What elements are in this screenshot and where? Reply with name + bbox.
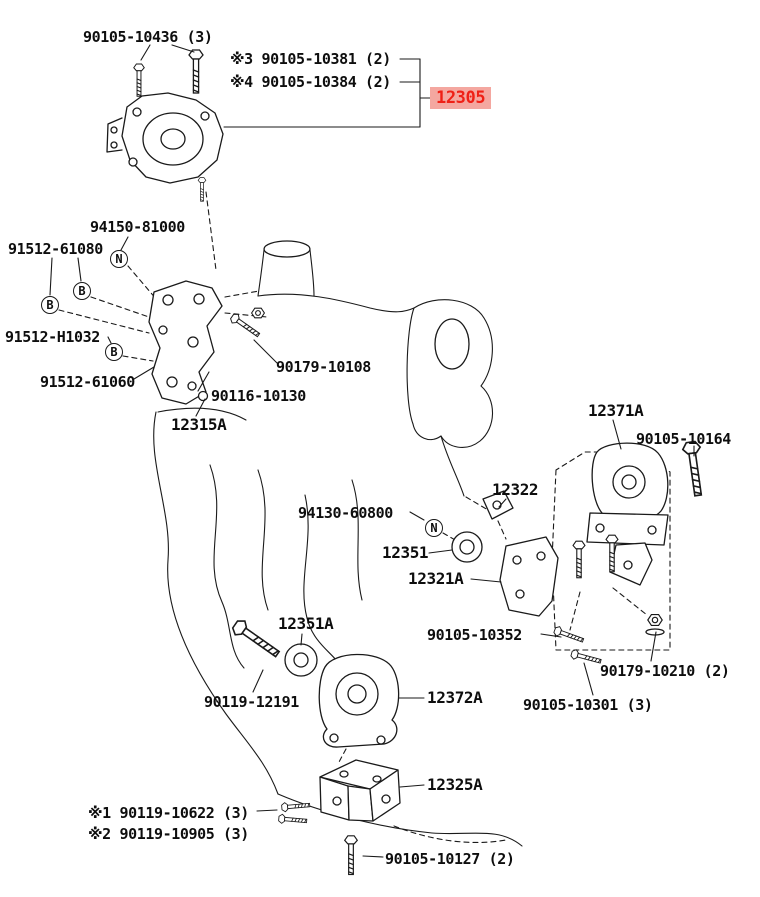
leader-lines	[49, 44, 695, 858]
part-label: 94150-81000	[90, 218, 185, 236]
part-label: 12351	[382, 543, 429, 562]
part-label: 90105-10127 (2)	[385, 850, 515, 868]
fasteners-top	[133, 49, 265, 402]
part-label: 90105-10352	[427, 626, 522, 644]
part-label: 90116-10130	[211, 387, 306, 405]
dashed-guides	[58, 191, 671, 844]
connector-marker-b: B	[41, 296, 59, 314]
part-label: 12315A	[171, 415, 227, 434]
connector-marker-b: B	[73, 282, 91, 300]
washer-icon	[197, 390, 209, 402]
bolt-icon	[569, 648, 603, 667]
part-label: 12372A	[427, 688, 483, 707]
bolt-icon	[188, 49, 204, 94]
part-label: 90119-12191	[204, 693, 299, 711]
part-label: ※1 90119-10622 (3)	[88, 804, 249, 822]
bracket-12315a	[148, 280, 223, 405]
part-label: ※2 90119-10905 (3)	[88, 825, 249, 843]
engine-outline	[153, 240, 523, 847]
bolt-icon	[197, 177, 207, 202]
mount-12372a	[318, 653, 400, 748]
bolt-icon	[344, 835, 358, 876]
part-label: 91512-61080	[8, 240, 103, 258]
part-label: 12322	[492, 480, 539, 499]
part-label: ※4 90105-10384 (2)	[230, 73, 391, 91]
mount-12305	[106, 92, 224, 202]
part-label: 90179-10108	[276, 358, 371, 376]
connector-marker-n: N	[110, 250, 128, 268]
connector-marker-b: B	[105, 343, 123, 361]
bracket-12325a	[319, 759, 401, 822]
stud-icon	[572, 540, 586, 579]
part-label: 90105-10436 (3)	[83, 28, 213, 46]
part-label: 12325A	[427, 775, 483, 794]
connector-marker-n: N	[425, 519, 443, 537]
part-label: 12351A	[278, 614, 334, 633]
bolt-icon	[552, 625, 586, 646]
callout-bracket-12305	[223, 58, 431, 128]
bolt-icon	[229, 616, 284, 662]
selected-part-label[interactable]: 12305	[430, 87, 492, 109]
part-label: 91512-H1032	[5, 328, 100, 346]
part-label: ※3 90105-10381 (2)	[230, 50, 391, 68]
part-label: 90105-10301 (3)	[523, 696, 653, 714]
nut-icon	[647, 614, 663, 626]
insulator-12351	[451, 531, 483, 563]
screw-icon	[278, 813, 308, 826]
washer-icon	[645, 628, 665, 636]
bracket-12321a	[499, 536, 559, 617]
part-label: 90179-10210 (2)	[600, 662, 730, 680]
part-label: 12371A	[588, 401, 644, 420]
part-label: 94130-60800	[298, 504, 393, 522]
part-label: 12321A	[408, 569, 464, 588]
bolt-icon	[133, 63, 145, 97]
insulator-12351a	[284, 643, 318, 677]
nut-icon	[251, 307, 265, 319]
part-label: 90105-10164	[636, 430, 731, 448]
part-label: 91512-61060	[40, 373, 135, 391]
screw-icon	[281, 800, 311, 813]
mount-12371a	[586, 442, 669, 586]
